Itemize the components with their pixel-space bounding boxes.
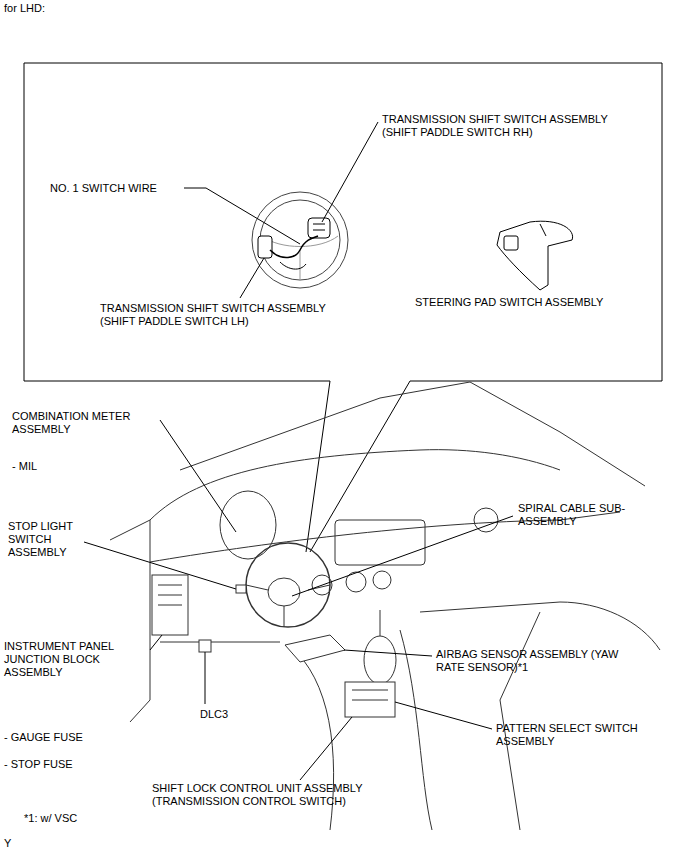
part-label: SPIRAL CABLE SUB-ASSEMBLY [518, 502, 628, 528]
part-label: AIRBAG SENSOR ASSEMBLY (YAW RATE SENSOR)… [436, 648, 626, 674]
leader-lines [84, 122, 513, 780]
part-label: SHIFT LOCK CONTROL UNIT ASSEMBLY (TRANSM… [152, 782, 404, 808]
part-label: Y [4, 837, 11, 850]
part-label: STOP LIGHT SWITCH ASSEMBLY [8, 520, 88, 559]
part-label: NO. 1 SWITCH WIRE [50, 182, 157, 195]
inset-steering-wheel [252, 192, 348, 288]
page-title: for LHD: [4, 2, 45, 15]
part-label: - STOP FUSE [4, 758, 73, 771]
part-label: *1: w/ VSC [24, 812, 77, 825]
part-label: - GAUGE FUSE [4, 731, 83, 744]
part-label: COMBINATION METER ASSEMBLY [12, 410, 152, 436]
steering-pad-switch [497, 221, 573, 290]
part-label: PATTERN SELECT SWITCH ASSEMBLY [496, 722, 668, 748]
part-label: DLC3 [200, 708, 228, 721]
part-label: TRANSMISSION SHIFT SWITCH ASSEMBLY (SHIF… [100, 302, 362, 328]
part-label: INSTRUMENT PANEL JUNCTION BLOCK ASSEMBLY [4, 640, 132, 679]
inset-frame [24, 63, 662, 552]
vehicle-interior [110, 382, 660, 830]
part-label: - MIL [12, 460, 37, 473]
part-label: STEERING PAD SWITCH ASSEMBLY [415, 296, 603, 309]
part-label: TRANSMISSION SHIFT SWITCH ASSEMBLY (SHIF… [382, 113, 644, 139]
